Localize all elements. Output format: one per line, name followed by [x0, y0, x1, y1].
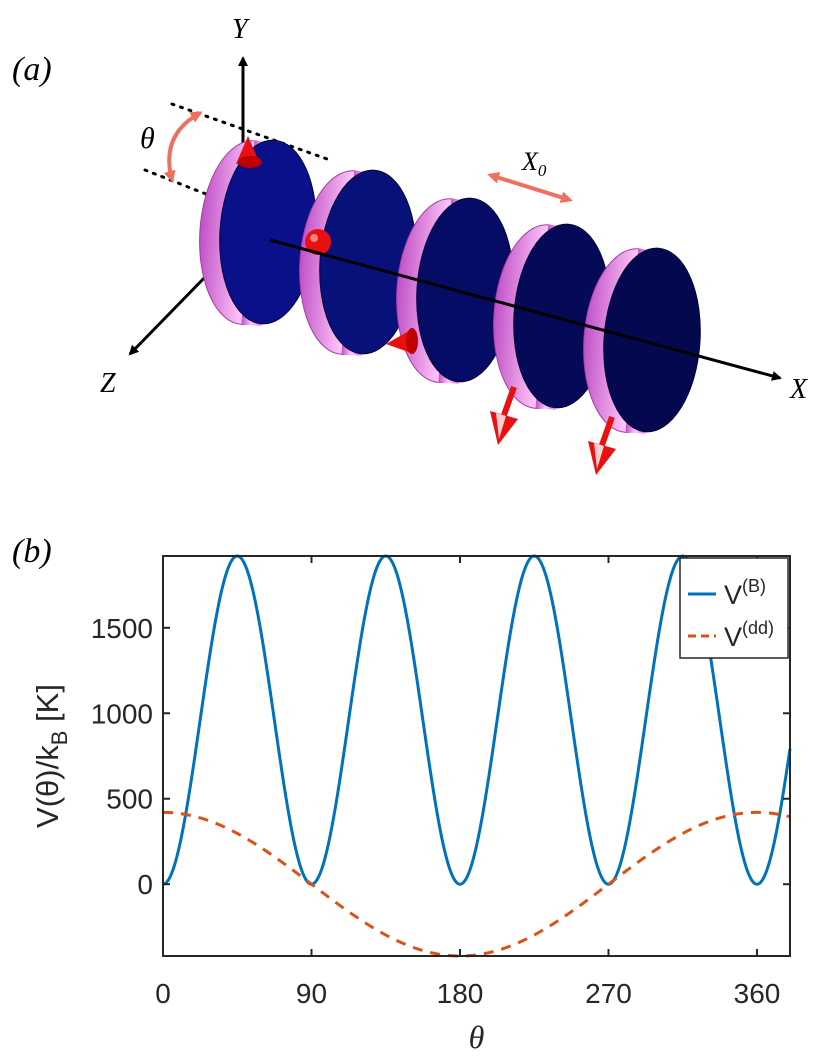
spacing-arrow [487, 171, 573, 204]
y-axis-title: V(θ)/kB [K] [30, 684, 72, 828]
x-tick-label: 90 [296, 978, 327, 1009]
dipole-marker [386, 328, 418, 354]
legend-box [679, 557, 789, 659]
angle-theta-label: θ [140, 122, 155, 155]
disk-stack [199, 136, 701, 475]
x-tick-label: 270 [585, 978, 632, 1009]
x-axis-title: θ [469, 1019, 485, 1055]
panel-a-label: (a) [12, 51, 52, 88]
y-axis-label: Y [232, 14, 251, 45]
y-tick-label: 0 [137, 869, 153, 900]
dipole-marker [588, 415, 616, 475]
disk [199, 139, 317, 326]
plot-frame [162, 555, 791, 957]
dipole-marker [490, 385, 518, 445]
y-tick-label: 1500 [91, 613, 153, 644]
dipole-marker [305, 229, 331, 255]
legend: V(B) V(dd) [679, 557, 789, 659]
y-tick-label: 1000 [91, 698, 153, 729]
x-tick-label: 0 [155, 978, 171, 1009]
panel-b: (b) 0 90 180 270 360 0 500 1000 1500 θ V(θ)/kB [K]… [12, 533, 792, 1055]
z-axis-line [128, 270, 212, 356]
dipole-marker [236, 136, 262, 168]
angle-arc [163, 111, 203, 183]
series-line [162, 554, 792, 886]
chart: 0 90 180 270 360 0 500 1000 1500 θ V(θ)/kB [K] V(B)… [30, 554, 792, 1055]
z-axis-label: Z [100, 368, 116, 399]
panel-b-label: (b) [12, 533, 52, 570]
disk [396, 197, 514, 384]
x-tick-label: 360 [734, 978, 781, 1009]
series-line [163, 810, 791, 958]
spacing-label: X0 [521, 147, 547, 180]
x-axis-line [269, 238, 782, 381]
x-axis-label: X [789, 374, 808, 405]
y-tick-label: 500 [106, 784, 153, 815]
disk-face [603, 247, 701, 433]
x-tick-label: 180 [437, 978, 484, 1009]
legend-label: V(dd) [724, 618, 774, 652]
panel-a: (a) Y Z θ X0 X [12, 14, 808, 475]
legend-label: V(B) [724, 576, 766, 610]
